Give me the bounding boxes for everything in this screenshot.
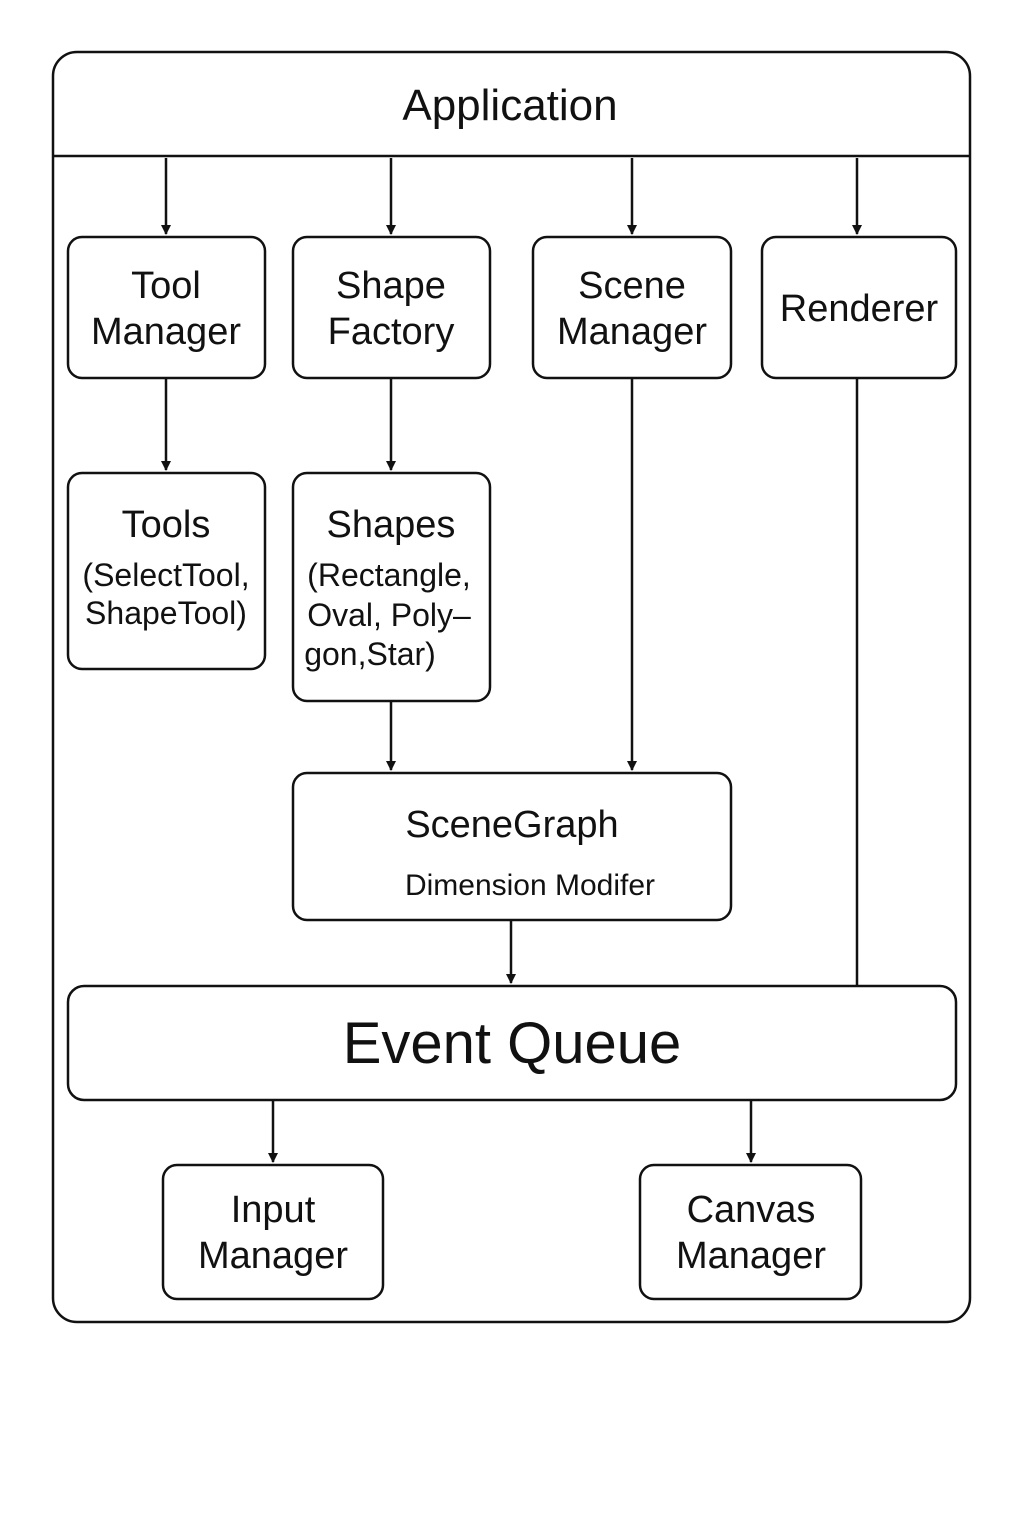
renderer-box	[760, 235, 958, 380]
tool-manager-label-line2: Manager	[91, 311, 241, 353]
scene-manager-label-line1: Scene	[578, 265, 686, 307]
canvas-manager-label-line1: Canvas	[687, 1189, 816, 1231]
input-manager-box	[161, 1163, 385, 1301]
tool-manager-label-line1: Tool	[131, 265, 201, 307]
connectors	[161, 158, 862, 1163]
tools-detail-line2: ShapeTool)	[85, 595, 247, 631]
input-manager-label-line1: Input	[231, 1189, 316, 1231]
canvas-manager-label-line2: Manager	[676, 1235, 826, 1277]
application-title: Application	[402, 81, 617, 130]
shape-factory-label-line1: Shape	[336, 265, 446, 307]
shape-factory-label-line2: Factory	[328, 311, 455, 353]
event-queue-label: Event Queue	[343, 1011, 682, 1076]
shapes-detail-line3: gon,Star)	[304, 636, 436, 672]
tools-node: Tools (SelectTool, ShapeTool)	[66, 471, 267, 671]
event-queue-node: Event Queue	[66, 984, 958, 1102]
scenegraph-node: SceneGraph Dimension Modifer	[291, 771, 733, 922]
shape-factory-box	[291, 235, 492, 380]
application-frame: Application	[51, 50, 972, 1324]
scenegraph-title: SceneGraph	[405, 804, 618, 846]
shape-factory-node: Shape Factory	[291, 235, 492, 380]
tools-detail-line1: (SelectTool,	[82, 557, 249, 593]
canvas-manager-node: Canvas Manager	[638, 1163, 863, 1301]
input-manager-label-line2: Manager	[198, 1235, 348, 1277]
scene-manager-box	[531, 235, 733, 380]
event-queue-box	[66, 984, 958, 1102]
shapes-detail-line1: (Rectangle,	[307, 557, 471, 593]
scenegraph-box	[291, 771, 733, 922]
input-manager-node: Input Manager	[161, 1163, 385, 1301]
tools-box	[66, 471, 267, 671]
shapes-title: Shapes	[327, 504, 456, 546]
scene-manager-label-line2: Manager	[557, 311, 707, 353]
renderer-node: Renderer	[760, 235, 958, 380]
renderer-label: Renderer	[780, 288, 939, 330]
shapes-box	[291, 471, 492, 703]
shapes-detail-line2: Oval, Poly–	[307, 597, 471, 633]
application-container	[51, 50, 972, 1324]
canvas-manager-box	[638, 1163, 863, 1301]
scenegraph-subtitle: Dimension Modifer	[405, 869, 655, 902]
scene-manager-node: Scene Manager	[531, 235, 733, 380]
shapes-node: Shapes (Rectangle, Oval, Poly– gon,Star)	[291, 471, 492, 703]
tool-manager-node: Tool Manager	[66, 235, 267, 380]
tool-manager-box	[66, 235, 267, 380]
tools-title: Tools	[122, 504, 211, 546]
